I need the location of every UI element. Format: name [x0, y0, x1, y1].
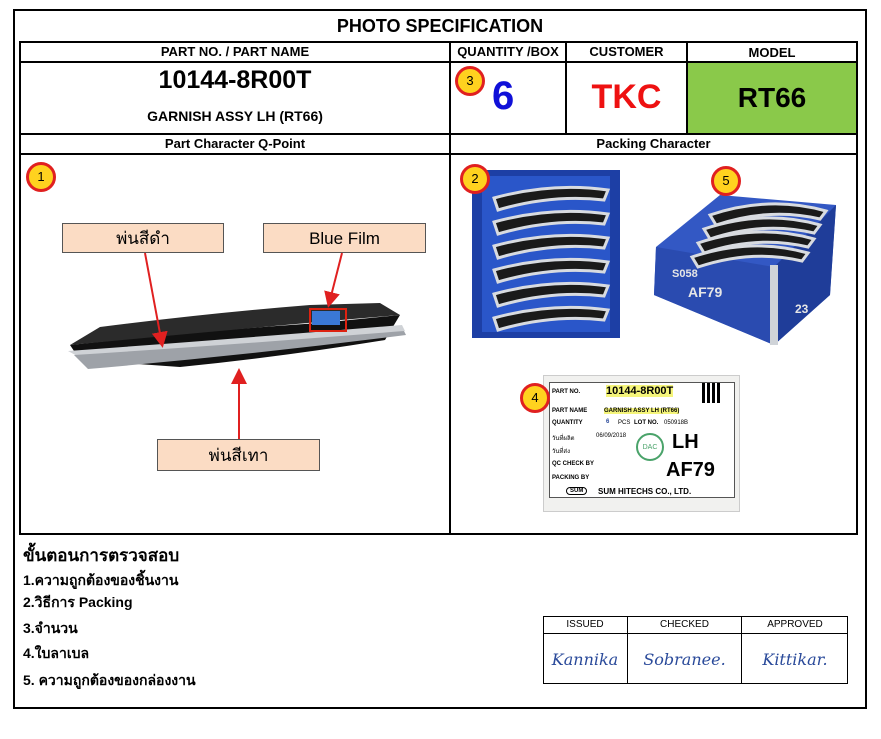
box-number-label: S058	[672, 268, 698, 280]
section-part-character: Part Character Q-Point	[164, 136, 306, 151]
label-sheet: PART NO. 10144-8R00T PART NAME GARNISH A…	[549, 382, 735, 498]
company-logo: SUM	[566, 487, 588, 495]
label-row-label: QUANTITY	[552, 420, 583, 426]
qc-stamp: DAC	[636, 433, 664, 461]
inspection-step: 1.ความถูกต้องของชิ้นงาน	[23, 572, 179, 588]
divider	[686, 41, 688, 135]
callout-grey-paint: พ่นสีเทา	[157, 439, 320, 471]
signature-checked: Sobranee.	[643, 650, 726, 669]
approval-header-issued: ISSUED	[566, 619, 604, 630]
packing-photo-box-top	[472, 170, 620, 338]
inspection-step: 2.วิธีการ Packing	[23, 594, 133, 610]
header-part: PART NO. / PART NAME	[160, 44, 310, 59]
label-row-label: PACKING BY	[552, 475, 590, 481]
label-quantity: 6	[606, 419, 610, 425]
label-row-label: วันที่ส่ง	[552, 449, 571, 455]
label-part-number: 10144-8R00T	[606, 385, 674, 397]
approval-box	[543, 616, 848, 684]
label-row-label: PART NO.	[552, 389, 581, 395]
inspection-steps-title: ขั้นตอนการตรวจสอบ	[23, 546, 180, 565]
label-lot: 050918B	[664, 420, 689, 426]
label-row-label: QC CHECK BY	[552, 461, 595, 467]
divider	[741, 616, 742, 684]
callout-black-paint: พ่นสีดำ	[62, 223, 224, 253]
divider	[565, 41, 567, 135]
label-row-label: PART NAME	[552, 408, 588, 414]
label-unit: PCS	[618, 420, 631, 426]
header-customer: CUSTOMER	[589, 44, 664, 59]
label-lot-label: LOT NO.	[634, 420, 659, 426]
approval-header-checked: CHECKED	[660, 619, 709, 630]
label-code: AF79	[666, 459, 715, 481]
model-cell	[688, 63, 856, 133]
packing-photo-box-angled	[650, 175, 836, 345]
signature-approved: Kittikar.	[762, 650, 828, 669]
model-value: RT66	[737, 82, 807, 113]
header-model: MODEL	[748, 45, 796, 60]
label-part-name: GARNISH ASSY LH (RT66)	[604, 408, 680, 414]
box-number-side: 23	[795, 302, 809, 316]
blue-film-highlight	[309, 308, 347, 332]
label-date: 06/09/2018	[596, 433, 627, 439]
approval-header-approved: APPROVED	[767, 619, 823, 630]
inspection-step: 4.ใบลาเบล	[23, 645, 90, 661]
divider	[19, 61, 858, 63]
divider	[543, 633, 848, 634]
label-side: LH	[672, 431, 699, 453]
inspection-step: 3.จำนวน	[23, 620, 78, 636]
badge-5: 5	[711, 166, 741, 196]
badge-3: 3	[455, 66, 485, 96]
quantity-value: 6	[492, 74, 515, 118]
header-quantity: QUANTITY /BOX	[457, 44, 559, 59]
qr-code-icon	[702, 383, 722, 403]
badge-1: 1	[26, 162, 56, 192]
label-row-label: วันที่ผลิต	[552, 436, 575, 442]
box-code-label: AF79	[688, 284, 723, 300]
customer-value: TKC	[591, 78, 662, 116]
part-number: 10144-8R00T	[158, 66, 312, 94]
section-packing-character: Packing Character	[596, 136, 711, 151]
document-title: PHOTO SPECIFICATION	[336, 16, 544, 36]
signature-issued: Kannika	[551, 650, 619, 669]
inspection-step: 5. ความถูกต้องของกล่องงาน	[23, 672, 196, 688]
badge-2: 2	[460, 164, 490, 194]
document-frame	[13, 9, 867, 709]
company-name: SUM HITECHS CO., LTD.	[598, 487, 692, 496]
callout-blue-film: Blue Film	[263, 223, 426, 253]
divider	[449, 41, 451, 535]
part-name: GARNISH ASSY LH (RT66)	[147, 108, 323, 124]
divider	[19, 133, 858, 135]
spec-table	[19, 41, 858, 535]
badge-4: 4	[520, 383, 550, 413]
divider	[19, 153, 858, 155]
divider	[627, 616, 628, 684]
